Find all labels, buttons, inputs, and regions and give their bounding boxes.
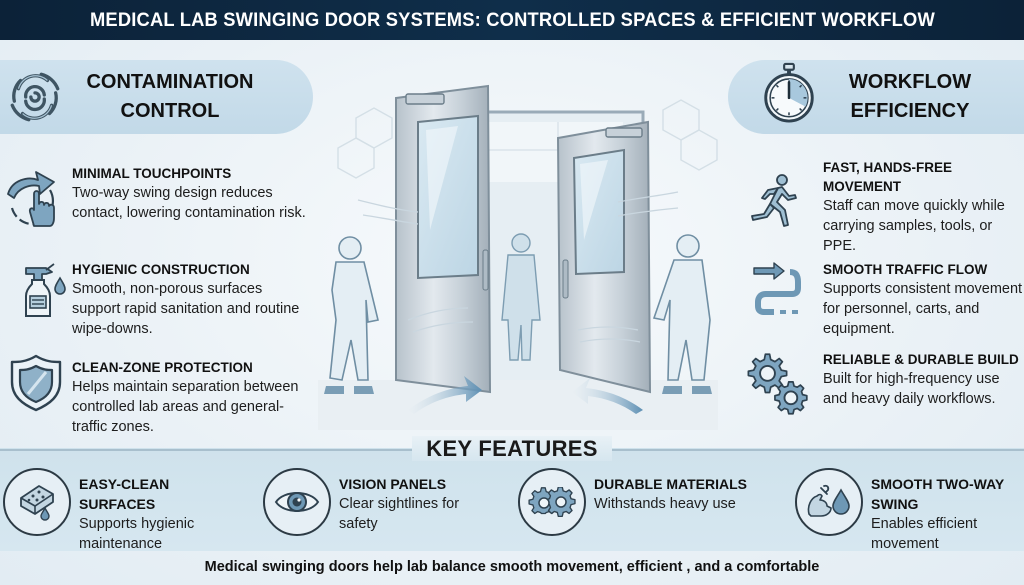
feature-hygienic-construction: HYGIENIC CONSTRUCTION Smooth, non-porous…: [0, 260, 315, 340]
feature-clean-zone-protection: CLEAN-ZONE PROTECTION Helps maintain sep…: [0, 354, 315, 436]
key-features-heading: KEY FEATURES: [0, 436, 1024, 462]
key-feature-title: SMOOTH TWO-WAY SWING: [871, 476, 1004, 512]
spray-bottle-icon: [25, 263, 66, 317]
key-feature-title: EASY-CLEAN SURFACES: [79, 476, 170, 512]
title-bar: MEDICAL LAB SWINGING DOOR SYSTEMS: CONTR…: [0, 0, 1024, 40]
feature-description: Smooth, non-porous surfaces support rapi…: [72, 281, 300, 337]
touch-rotate-icon: [7, 171, 55, 227]
feature-title: FAST, HANDS-FREE MOVEMENT: [823, 160, 953, 194]
feature-fast-hands-free-movement: FAST, HANDS-FREE MOVEMENT Staff can move…: [740, 158, 1024, 254]
swinging-doors-illustration: [318, 84, 718, 430]
sponge-icon: [20, 485, 54, 521]
feature-description: Staff can move quickly while carrying sa…: [823, 198, 1005, 254]
feature-smooth-traffic-flow: SMOOTH TRAFFIC FLOW Supports consistent …: [740, 260, 1024, 340]
icon-circle: [263, 468, 331, 536]
key-feature-description: Supports hygienic maintenance: [79, 516, 195, 552]
page-title: MEDICAL LAB SWINGING DOOR SYSTEMS: CONTR…: [89, 8, 935, 31]
feature-title: SMOOTH TRAFFIC FLOW: [823, 262, 988, 277]
footer-caption: Medical swinging doors help lab balance …: [204, 559, 820, 575]
key-features-title: KEY FEATURES: [412, 436, 612, 461]
gears-icon: [528, 487, 576, 517]
gears-icon: [747, 353, 808, 415]
key-feature-easy-clean-surfaces: EASY-CLEAN SURFACES Supports hygienic ma…: [3, 460, 243, 552]
feature-description: Two-way swing design reduces contact, lo…: [72, 185, 306, 221]
key-feature-vision-panels: VISION PANELS Clear sightlines for safet…: [263, 460, 503, 550]
icon-circle: [795, 468, 863, 536]
section-title: CONTAMINATION CONTROL: [86, 71, 254, 122]
feature-title: MINIMAL TOUCHPOINTS: [72, 166, 232, 181]
icon-circle: [3, 468, 71, 536]
feature-reliable-durable-build: RELIABLE & DURABLE BUILD Built for high-…: [740, 350, 1024, 450]
feature-title: HYGIENIC CONSTRUCTION: [72, 262, 250, 277]
key-feature-description: Withstands heavy use: [594, 496, 736, 512]
divider: [0, 449, 430, 451]
feature-minimal-touchpoints: MINIMAL TOUCHPOINTS Two-way swing design…: [0, 162, 315, 242]
key-feature-description: Enables efficient movement: [871, 516, 978, 552]
traffic-flow-arrow-icon: [753, 262, 801, 315]
feature-description: Supports consistent movement for personn…: [823, 281, 1023, 337]
key-feature-title: DURABLE MATERIALS: [594, 476, 747, 492]
key-feature-description: Clear sightlines for safety: [339, 496, 460, 532]
section-title: WORKFLOW EFFICIENCY: [848, 71, 972, 122]
workflow-efficiency-header: WORKFLOW EFFICIENCY: [728, 60, 1024, 134]
stopwatch-icon: [764, 62, 814, 123]
feature-title: CLEAN-ZONE PROTECTION: [72, 360, 253, 375]
key-feature-durable-materials: DURABLE MATERIALS Withstands heavy use: [518, 460, 768, 550]
key-feature-smooth-two-way-swing: SMOOTH TWO-WAY SWING Enables efficient m…: [795, 460, 1024, 552]
feature-description: Helps maintain separation between contro…: [72, 379, 299, 435]
key-feature-title: VISION PANELS: [339, 476, 447, 492]
strength-drop-icon: [807, 484, 850, 517]
feature-title: RELIABLE & DURABLE BUILD: [823, 352, 1019, 367]
contamination-control-header: CONTAMINATION CONTROL: [0, 60, 313, 134]
running-person-icon: [751, 174, 797, 227]
divider: [610, 449, 1024, 451]
eye-icon: [274, 492, 320, 512]
feature-description: Built for high-frequency use and heavy d…: [823, 371, 1000, 407]
shield-icon: [10, 354, 62, 412]
icon-circle: [518, 468, 586, 536]
swirl-icon: [10, 72, 60, 122]
